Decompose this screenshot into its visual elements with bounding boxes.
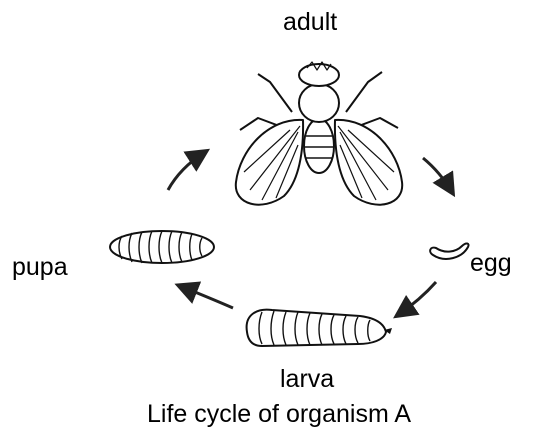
arrow-adult-to-egg: [423, 158, 452, 192]
arrow-larva-to-pupa: [180, 286, 233, 308]
adult-fly-icon: [236, 62, 402, 205]
egg-icon: [430, 243, 468, 258]
arrow-pupa-to-adult: [168, 152, 205, 190]
arrow-egg-to-larva: [398, 282, 436, 315]
pupa-icon: [110, 231, 214, 263]
larva-icon: [247, 310, 392, 346]
